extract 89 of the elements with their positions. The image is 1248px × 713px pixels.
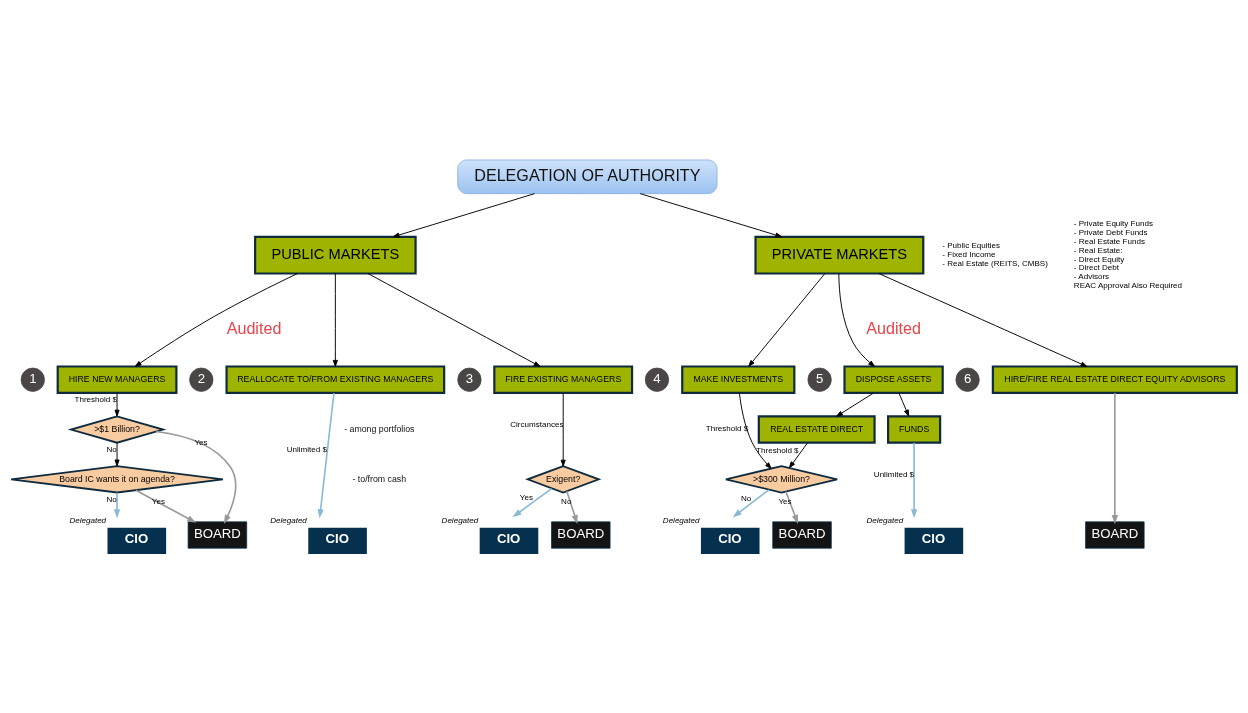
label: Audited — [866, 318, 921, 337]
node-box: FIRE EXISTING MANAGERS — [493, 364, 634, 394]
edge-label: Yes — [778, 496, 792, 506]
node-box: DISPOSE ASSETS — [843, 364, 944, 394]
edge-label: Circumstances — [510, 419, 564, 429]
node-box: MAKE INVESTMENTS — [681, 364, 796, 394]
arrow — [134, 272, 299, 367]
arrow — [785, 490, 799, 524]
node-box: PRIVATE MARKETS — [754, 235, 925, 275]
node-box: FUNDS — [887, 414, 942, 444]
edge-label: No — [106, 494, 117, 504]
edge-label: No — [741, 493, 752, 503]
edge-label: Unlimited $ — [286, 444, 327, 454]
node-box: CIO — [700, 527, 760, 554]
node-box: REAL ESTATE DIRECT — [757, 414, 876, 444]
node-label: - Direct Debt — [1073, 262, 1119, 272]
label: Audited — [226, 318, 282, 337]
node-label: - Fixed Income — [942, 249, 996, 259]
node-box: BOARD — [551, 520, 611, 549]
arrow — [113, 491, 121, 518]
node-label: - Private Equity Funds — [1073, 218, 1153, 228]
node-label: Delegated — [662, 515, 700, 525]
node-box: BOARD — [772, 520, 832, 549]
arrow — [512, 487, 553, 517]
node-label: - Public Equities — [942, 240, 1001, 250]
node-label: - Advisors — [1073, 271, 1110, 281]
arrow — [788, 442, 808, 468]
arrow — [560, 392, 566, 466]
arrow — [367, 272, 541, 367]
node-label: Delegated — [270, 515, 307, 525]
node-label: - Real Estate (REITS, CMBS) — [942, 258, 1048, 268]
edge-label: Yes — [151, 496, 165, 506]
arrow — [114, 442, 120, 466]
arrow — [910, 441, 918, 518]
node-diamond: Board IC wants it on agenda? — [10, 464, 224, 493]
node-label: - Private Debt Funds — [1073, 227, 1148, 237]
node-label: Delegated — [69, 515, 107, 525]
arrow — [898, 392, 910, 416]
arrow — [836, 392, 875, 417]
arrow — [332, 272, 338, 367]
arrow — [155, 430, 237, 524]
node-label: - Direct Equity — [1073, 254, 1125, 264]
edge-label: Threshold $ — [74, 394, 118, 404]
arrow — [392, 192, 536, 237]
label: - to/from cash — [352, 473, 407, 484]
arrow — [566, 490, 578, 524]
node-label: REAC Approval Also Required — [1073, 280, 1183, 290]
node-label: - Real Estate: — [1073, 245, 1123, 255]
node-box: HIRE/FIRE REAL ESTATE DIRECT EQUITY ADVISORS — [991, 364, 1238, 394]
arrow — [838, 272, 875, 367]
node-circle: 1 — [20, 367, 45, 392]
arrow — [135, 488, 197, 523]
arrow — [878, 272, 1088, 367]
node-box: REALLOCATE TO/FROM EXISTING MANAGERS — [225, 364, 446, 394]
node-label: - Real Estate Funds — [1073, 236, 1145, 246]
edge-label: Unlimited $ — [873, 469, 915, 479]
node-label: Delegated — [441, 515, 479, 525]
node-circle: 3 — [457, 367, 482, 392]
arrow — [114, 392, 120, 416]
node-circle: 4 — [644, 367, 670, 392]
node-label: Delegated — [866, 515, 904, 525]
node-box: CIO — [479, 527, 539, 554]
edge-label: No — [106, 444, 117, 454]
node-box: CIO — [904, 527, 964, 554]
node-box: CIO — [308, 527, 367, 554]
arrow — [738, 391, 772, 469]
node-diamond: >$300 Million? — [724, 464, 839, 493]
arrow — [1111, 391, 1119, 524]
node-box: PUBLIC MARKETS — [254, 235, 417, 275]
arrow — [317, 391, 335, 518]
edge-label: Yes — [519, 492, 534, 502]
node-diamond: >$1 Billion? — [67, 414, 167, 444]
edge-label: Threshold $ — [705, 423, 749, 433]
node-circle: 2 — [189, 367, 214, 392]
label: - among portfolios — [344, 423, 415, 434]
edge-label: Threshold $ — [756, 445, 799, 455]
arrow — [732, 488, 770, 517]
node-diamond: Exigent? — [525, 464, 602, 493]
node-box: HIRE NEW MANAGERS — [56, 364, 178, 394]
edge-label: No — [561, 496, 572, 506]
node-box: BOARD — [1085, 520, 1145, 549]
arrow — [639, 192, 783, 237]
node-circle: 5 — [807, 367, 832, 392]
arrow — [748, 272, 826, 367]
node-box: DELEGATION OF AUTHORITY — [457, 159, 718, 194]
node-circle: 6 — [955, 367, 980, 392]
node-box: CIO — [107, 527, 167, 554]
edge-label: Yes — [194, 437, 208, 447]
node-box: BOARD — [187, 520, 248, 549]
